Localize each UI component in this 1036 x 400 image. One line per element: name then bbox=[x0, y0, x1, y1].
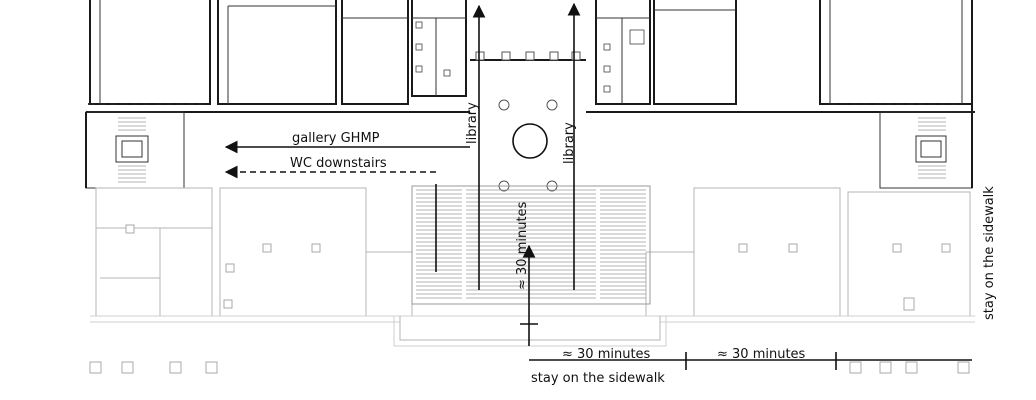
minutes-bottom-2-label: ≈ 30 minutes bbox=[717, 347, 806, 362]
lower-wing-walls bbox=[90, 187, 975, 347]
right-stair-core bbox=[879, 104, 973, 189]
foyer-pillars bbox=[475, 51, 581, 192]
sidewalk-right-label: stay on the sidewalk bbox=[982, 186, 997, 320]
gallery-label: gallery GHMP bbox=[292, 131, 380, 146]
right-stair-treads bbox=[918, 117, 946, 179]
left-stair-core bbox=[85, 111, 185, 189]
lower-room-pillars bbox=[125, 224, 951, 311]
wc-label: WC downstairs bbox=[290, 156, 387, 171]
left-stair-treads bbox=[118, 117, 146, 183]
library-right-label: library bbox=[562, 122, 577, 164]
central-staircase bbox=[411, 185, 651, 305]
minutes-vertical-label: ≈ 30 minutes bbox=[515, 201, 530, 290]
sidewalk-bottom-label: stay on the sidewalk bbox=[531, 371, 665, 386]
exterior-piers bbox=[89, 361, 970, 374]
library-left-label: library bbox=[465, 102, 480, 144]
toilet-fixtures bbox=[415, 21, 645, 93]
minutes-bottom-1-label: ≈ 30 minutes bbox=[562, 347, 651, 362]
